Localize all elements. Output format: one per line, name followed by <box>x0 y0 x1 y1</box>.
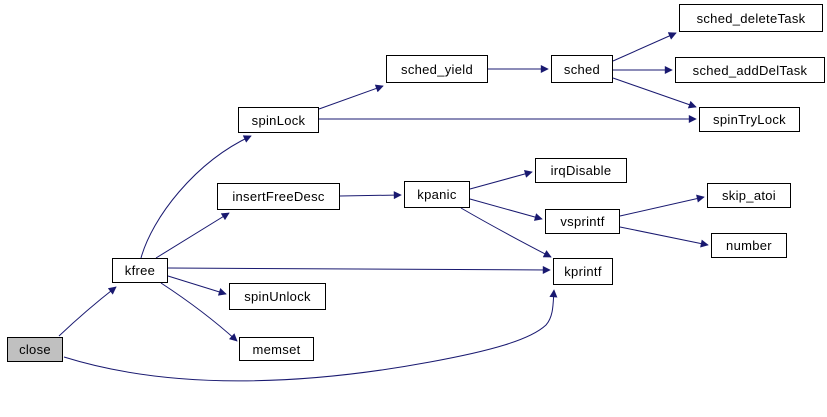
edge-kfree-to-spinLock <box>140 135 252 259</box>
node-skip_atoi[interactable]: skip_atoi <box>707 183 791 208</box>
node-sched_yield[interactable]: sched_yield <box>386 55 488 83</box>
edge-kfree-to-spinUnlock <box>167 275 227 296</box>
edge-close-to-kfree <box>58 286 117 337</box>
edge-spinLock-to-sched_yield <box>318 84 384 110</box>
edge-kpanic-to-vsprintf <box>469 198 543 221</box>
node-vsprintf[interactable]: vsprintf <box>545 209 620 234</box>
node-sched_deleteTask[interactable]: sched_deleteTask <box>679 4 823 32</box>
edge-kfree-to-memset <box>160 282 238 342</box>
node-spinLock[interactable]: spinLock <box>238 107 319 133</box>
node-memset[interactable]: memset <box>239 337 314 361</box>
node-sched_addDelTask[interactable]: sched_addDelTask <box>675 57 825 83</box>
edge-kpanic-to-irqDisable <box>469 170 533 190</box>
node-irqDisable[interactable]: irqDisable <box>535 158 627 183</box>
node-kfree[interactable]: kfree <box>112 258 168 283</box>
node-close: close <box>7 337 63 362</box>
edge-close-to-kprintf <box>63 289 558 382</box>
node-kprintf[interactable]: kprintf <box>553 258 613 285</box>
edge-kfree-to-insertFreeDesc <box>155 212 230 259</box>
edge-kpanic-to-kprintf <box>460 207 552 258</box>
edge-sched-to-sched_deleteTask <box>612 32 677 62</box>
node-insertFreeDesc[interactable]: insertFreeDesc <box>217 183 340 210</box>
node-spinUnlock[interactable]: spinUnlock <box>229 283 326 310</box>
node-spinTryLock[interactable]: spinTryLock <box>699 107 800 132</box>
edge-vsprintf-to-skip_atoi <box>619 194 705 217</box>
edge-insertFreeDesc-to-kpanic <box>339 191 402 200</box>
edge-kfree-to-kprintf <box>167 265 551 274</box>
node-sched[interactable]: sched <box>551 55 613 83</box>
edge-sched-to-spinTryLock <box>612 77 697 109</box>
node-number[interactable]: number <box>711 233 787 258</box>
node-kpanic[interactable]: kpanic <box>404 181 470 208</box>
edge-vsprintf-to-number <box>619 226 709 248</box>
